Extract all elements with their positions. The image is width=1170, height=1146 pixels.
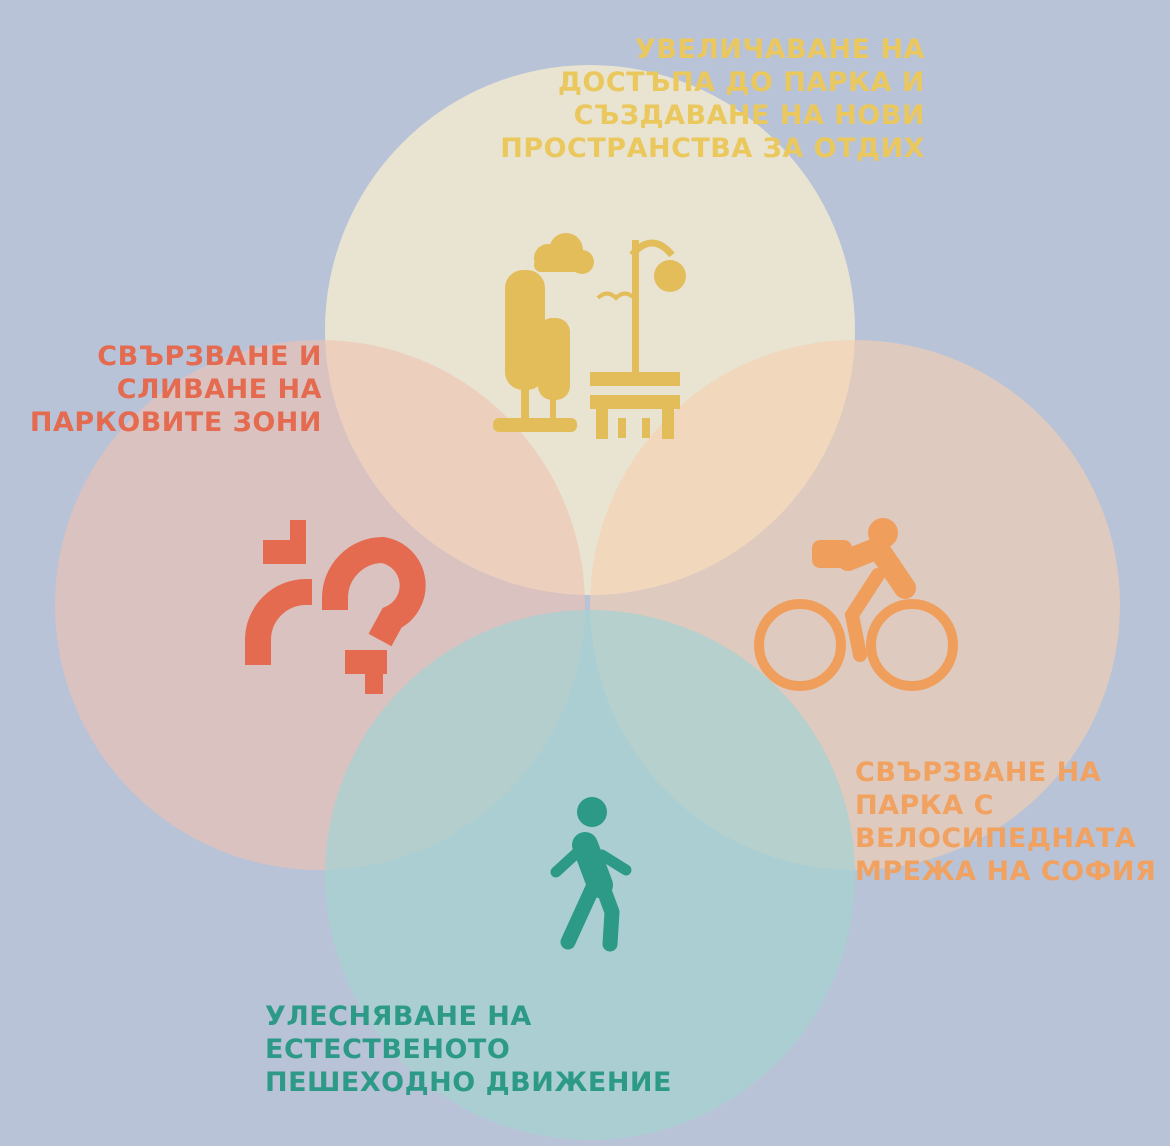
label-right: СВЪРЗВАНЕ НА ПАРКА С ВЕЛОСИПЕДНАТА МРЕЖА… — [855, 757, 1157, 887]
label-bottom: УЛЕСНЯВАНЕ НА ЕСТЕСТВЕНОТО ПЕШЕХОДНО ДВИ… — [265, 1001, 672, 1098]
connection-link-icon — [245, 536, 426, 665]
link-ends-icon — [263, 520, 387, 694]
label-top: УВЕЛИЧАВАНЕ НА ДОСТЪПА ДО ПАРКА И СЪЗДАВ… — [500, 34, 925, 164]
cyclist-icon — [754, 518, 958, 691]
park-bench-lamp-icon — [493, 233, 686, 439]
label-left: СВЪРЗВАНЕ И СЛИВАНЕ НА ПАРКОВИТЕ ЗОНИ — [29, 341, 322, 438]
pedestrian-icon — [550, 797, 632, 952]
